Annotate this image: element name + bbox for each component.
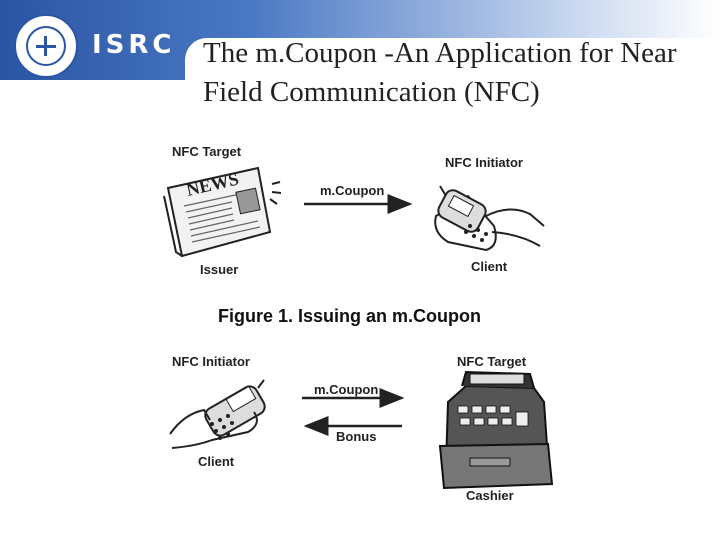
fig1-issuer-label: Issuer <box>200 262 238 277</box>
cash-register-icon <box>440 372 552 488</box>
fig1-mcoupon-label: m.Coupon <box>320 183 384 198</box>
fig1-nfc-initiator-label: NFC Initiator <box>445 155 523 170</box>
fig2-nfc-target-label: NFC Target <box>457 354 526 369</box>
figure-1-caption: Figure 1. Issuing an m.Coupon <box>218 306 481 327</box>
newspaper-icon: NEWS <box>164 168 281 256</box>
fig2-client-label: Client <box>198 454 234 469</box>
fig2-mcoupon-label: m.Coupon <box>314 382 378 397</box>
fig1-nfc-target-label: NFC Target <box>172 144 241 159</box>
fig2-cashier-label: Cashier <box>466 488 514 503</box>
fig1-client-label: Client <box>471 259 507 274</box>
fig2-nfc-initiator-label: NFC Initiator <box>172 354 250 369</box>
phone-hand-icon <box>435 186 544 250</box>
client-phone-hand-icon <box>170 380 268 448</box>
fig2-bonus-label: Bonus <box>336 429 376 444</box>
